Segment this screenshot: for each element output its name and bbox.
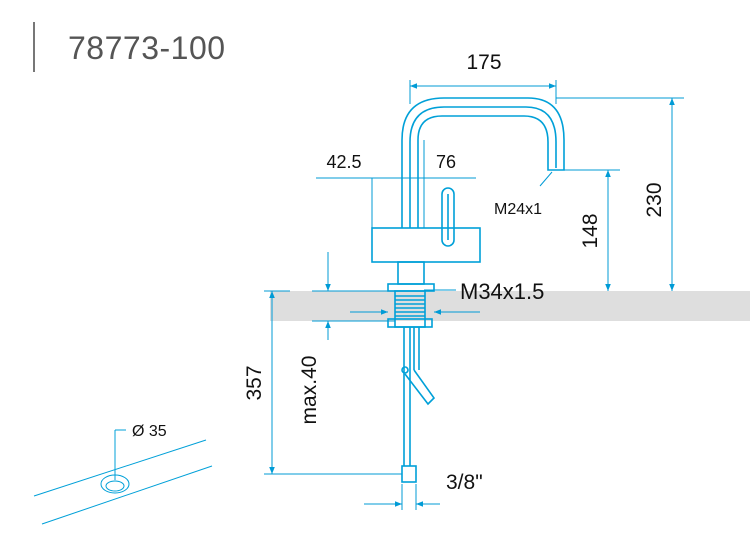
product-code-title: 78773-100: [68, 30, 226, 66]
dim-max40-label: max.40: [298, 356, 321, 425]
header-divider: [33, 22, 35, 72]
dimension-lines: [264, 80, 684, 510]
spout-outer: [401, 97, 565, 228]
m24-leader: [539, 171, 553, 187]
dim-175-label: 175: [466, 51, 501, 74]
hole-diameter-label: Ø 35: [132, 423, 167, 440]
lever: [441, 187, 455, 247]
hose-bend: [404, 369, 436, 406]
countertop: [270, 291, 750, 321]
spout-inner: [409, 106, 557, 228]
m34-thread-label: M34x1.5: [460, 279, 544, 304]
faucet-body: [371, 97, 565, 483]
hole-detail: [33, 429, 213, 525]
dim-42-5-label: 42.5: [326, 152, 361, 172]
body-neck: [397, 261, 425, 285]
hose-fitting: [401, 465, 417, 483]
dim-76-label: 76: [436, 152, 456, 172]
m24-thread-label: M24x1: [494, 201, 542, 218]
body-block: [371, 227, 481, 263]
dim-148-label: 148: [579, 213, 602, 248]
dim-230-label: 230: [643, 182, 666, 217]
dim-357-label: 357: [243, 365, 266, 400]
hose-connection-label: 3/8": [446, 471, 483, 494]
